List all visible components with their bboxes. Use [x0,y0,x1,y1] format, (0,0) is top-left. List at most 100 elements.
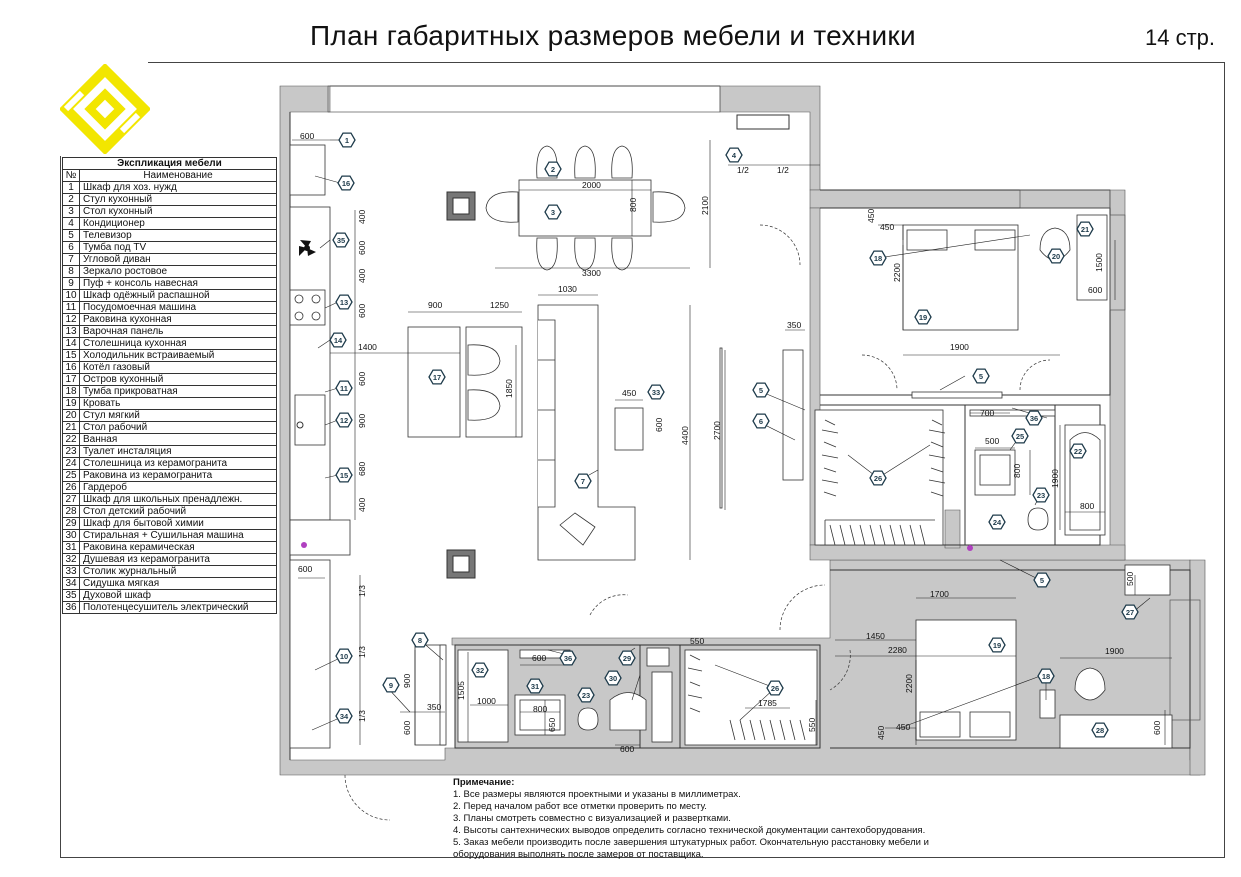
wardrobe-lower [684,649,818,746]
marker-label: 34 [340,712,349,721]
marker-hexagon [335,380,353,396]
note-line: 5. Заказ мебели производить после заверш… [453,837,929,848]
item-marker: 20 [1047,248,1065,264]
marker-hexagon [647,384,665,400]
marker-hexagon [428,369,446,385]
marker-hexagon [1037,668,1055,684]
dim-label: 550 [807,718,817,732]
columns [446,191,476,579]
item-marker: 18 [869,250,887,266]
dim-label: 3300 [582,268,601,278]
dim-label: 600 [402,721,412,735]
dim-label: 600 [357,372,367,386]
dim-label: 1030 [558,284,577,294]
windows [327,85,1201,721]
dim-label: 450 [622,388,636,398]
item-marker: 25 [1011,428,1029,444]
marker-hexagon [1047,248,1065,264]
marker-label: 6 [759,417,763,426]
dim-label: 1250 [490,300,509,310]
marker-label: 2 [551,165,555,174]
marker-label: 20 [1052,252,1060,261]
item-marker: 29 [618,650,636,666]
marker-hexagon [988,637,1006,653]
riser-dot-icon [967,545,973,551]
dim-label: 800 [1080,501,1094,511]
dim-label: 1900 [1105,646,1124,656]
marker-label: 10 [340,652,348,661]
dim-label: 1/3 [357,646,367,658]
item-marker: 3 [544,204,562,220]
door-swings [344,224,1051,821]
item-marker: 35 [332,232,350,248]
dim-label: 1500 [1094,253,1104,272]
kitchen-cabinets [289,144,351,749]
item-marker: 22 [1069,443,1087,459]
marker-hexagon [972,368,990,384]
item-marker: 9 [382,677,400,693]
bedroom-2 [915,564,1173,749]
dim-label: 500 [1125,572,1135,586]
item-marker: 11 [335,380,353,396]
boiler-dot-icon [301,542,307,548]
dim-label: 400 [357,269,367,283]
dim-label: 900 [428,300,442,310]
marker-label: 8 [418,636,422,645]
marker-hexagon [471,662,489,678]
row-name: Полотенцесушитель электрический [79,601,277,614]
item-marker: 36 [559,650,577,666]
marker-label: 11 [340,384,348,393]
marker-label: 4 [732,151,737,160]
marker-label: 14 [334,336,343,345]
dim-label: 450 [896,722,910,732]
marker-hexagon [544,204,562,220]
marker-label: 28 [1096,726,1104,735]
marker-hexagon [335,412,353,428]
item-marker: 18 [1037,668,1055,684]
marker-hexagon [335,708,353,724]
marker-hexagon [914,309,932,325]
dim-label: 350 [427,702,441,712]
hangers-1 [821,419,946,546]
dim-label: 350 [787,320,801,330]
dim-label: 900 [357,414,367,428]
marker-label: 36 [1030,414,1038,423]
dim-label: 1450 [866,631,885,641]
dim-label: 400 [357,498,367,512]
dim-label: 1/2 [737,165,749,175]
dim-label: 600 [1152,721,1162,735]
dim-label: 600 [1088,285,1102,295]
dim-label: 800 [1012,464,1022,478]
item-marker: 23 [1032,487,1050,503]
marker-hexagon [725,147,743,163]
item-marker: 33 [647,384,665,400]
marker-label: 3 [551,208,555,217]
marker-label: 5 [979,372,983,381]
dimension-labels: 600 2000 800 2100 3300 400 600 400 600 1… [298,131,1162,754]
item-marker: 19 [988,637,1006,653]
sheet-frame [60,62,1225,858]
item-marker: 24 [988,514,1006,530]
marker-label: 26 [771,684,779,693]
dining-set [485,145,686,271]
dim-label: 2100 [700,196,710,215]
marker-hexagon [1011,428,1029,444]
dim-label: 400 [357,210,367,224]
marker-label: 15 [340,471,348,480]
dim-label: 450 [866,209,876,223]
dim-label: 700 [980,408,994,418]
dimension-lines [292,139,1172,746]
item-marker: 31 [526,678,544,694]
marker-hexagon [338,132,356,148]
hob-icon [294,294,321,321]
note-line: оборудования выполнять после замеров от … [453,849,704,860]
dim-label: 600 [532,653,546,663]
marker-hexagon [382,677,400,693]
marker-label: 7 [581,477,585,486]
